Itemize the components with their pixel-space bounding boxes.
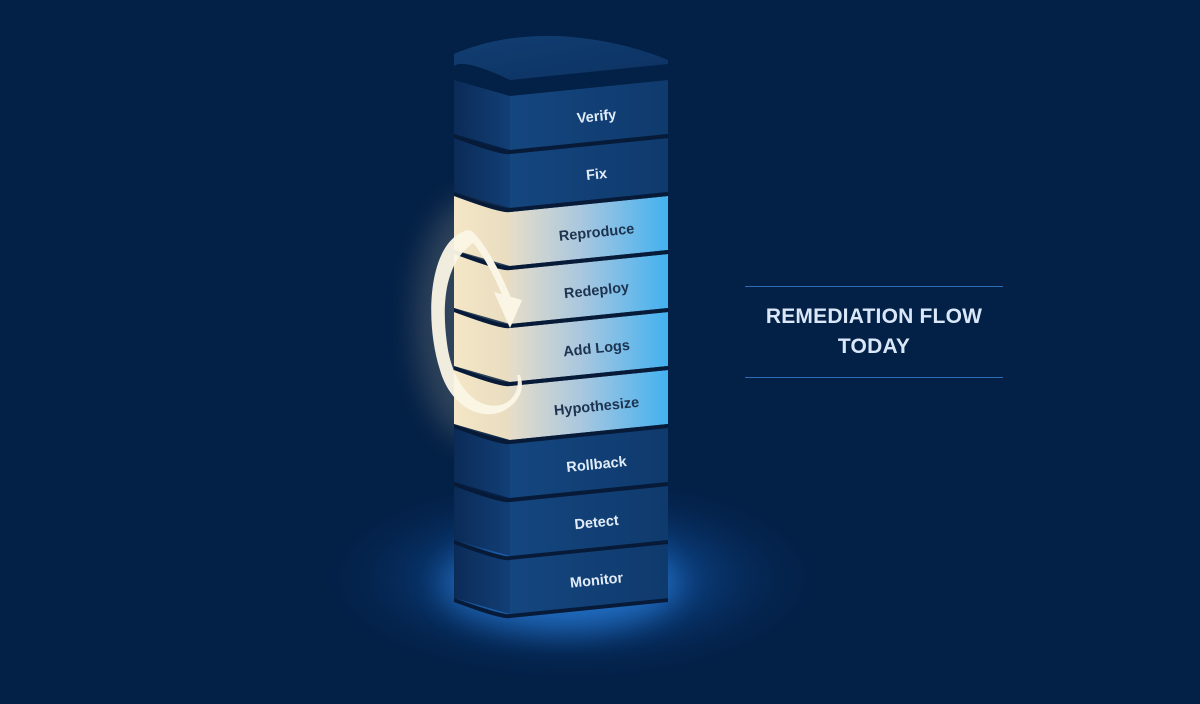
layer-side-face [454, 428, 510, 498]
layer-label: Fix [585, 166, 607, 184]
layer-front-face [510, 254, 668, 324]
layer-side-face [454, 544, 510, 614]
layer-label: Detect [574, 513, 620, 533]
layer-front-face [510, 544, 668, 614]
circular-arrow-icon [431, 230, 522, 415]
tower-roof [454, 35, 668, 80]
layer-front-face [510, 312, 668, 382]
layer-front-face [510, 80, 668, 150]
layer-label: Add Logs [563, 338, 631, 361]
layer-fix: Fix [454, 138, 668, 213]
layer-monitor: Monitor [454, 544, 668, 619]
layer-label: Redeploy [563, 280, 630, 302]
layer-side-face [454, 138, 510, 208]
layer-side-face [454, 312, 510, 382]
layer-rollback: Rollback [454, 428, 668, 503]
title-line-1: REMEDIATION FLOW [765, 305, 983, 328]
layer-detect: Detect [454, 486, 668, 561]
layer-add-logs: Add Logs [454, 312, 668, 387]
layer-label: Reproduce [558, 221, 635, 245]
layer-front-face [510, 486, 668, 556]
layer-label: Monitor [569, 570, 624, 591]
layer-front-face [510, 138, 668, 208]
layer-label: Verify [576, 107, 617, 127]
diagram-title: REMEDIATION FLOW TODAY [745, 286, 1003, 378]
tower-top-cap [454, 35, 668, 80]
layer-side-face [454, 196, 510, 266]
layer-front-face [510, 428, 668, 498]
title-line-2: TODAY [837, 335, 911, 358]
layer-verify: Verify [454, 80, 668, 155]
layer-side-face [454, 486, 510, 556]
layer-front-face [510, 196, 668, 266]
layer-front-face [510, 370, 668, 440]
layer-side-face [454, 80, 510, 150]
layer-label: Rollback [566, 454, 629, 476]
layer-reproduce: Reproduce [454, 196, 668, 271]
